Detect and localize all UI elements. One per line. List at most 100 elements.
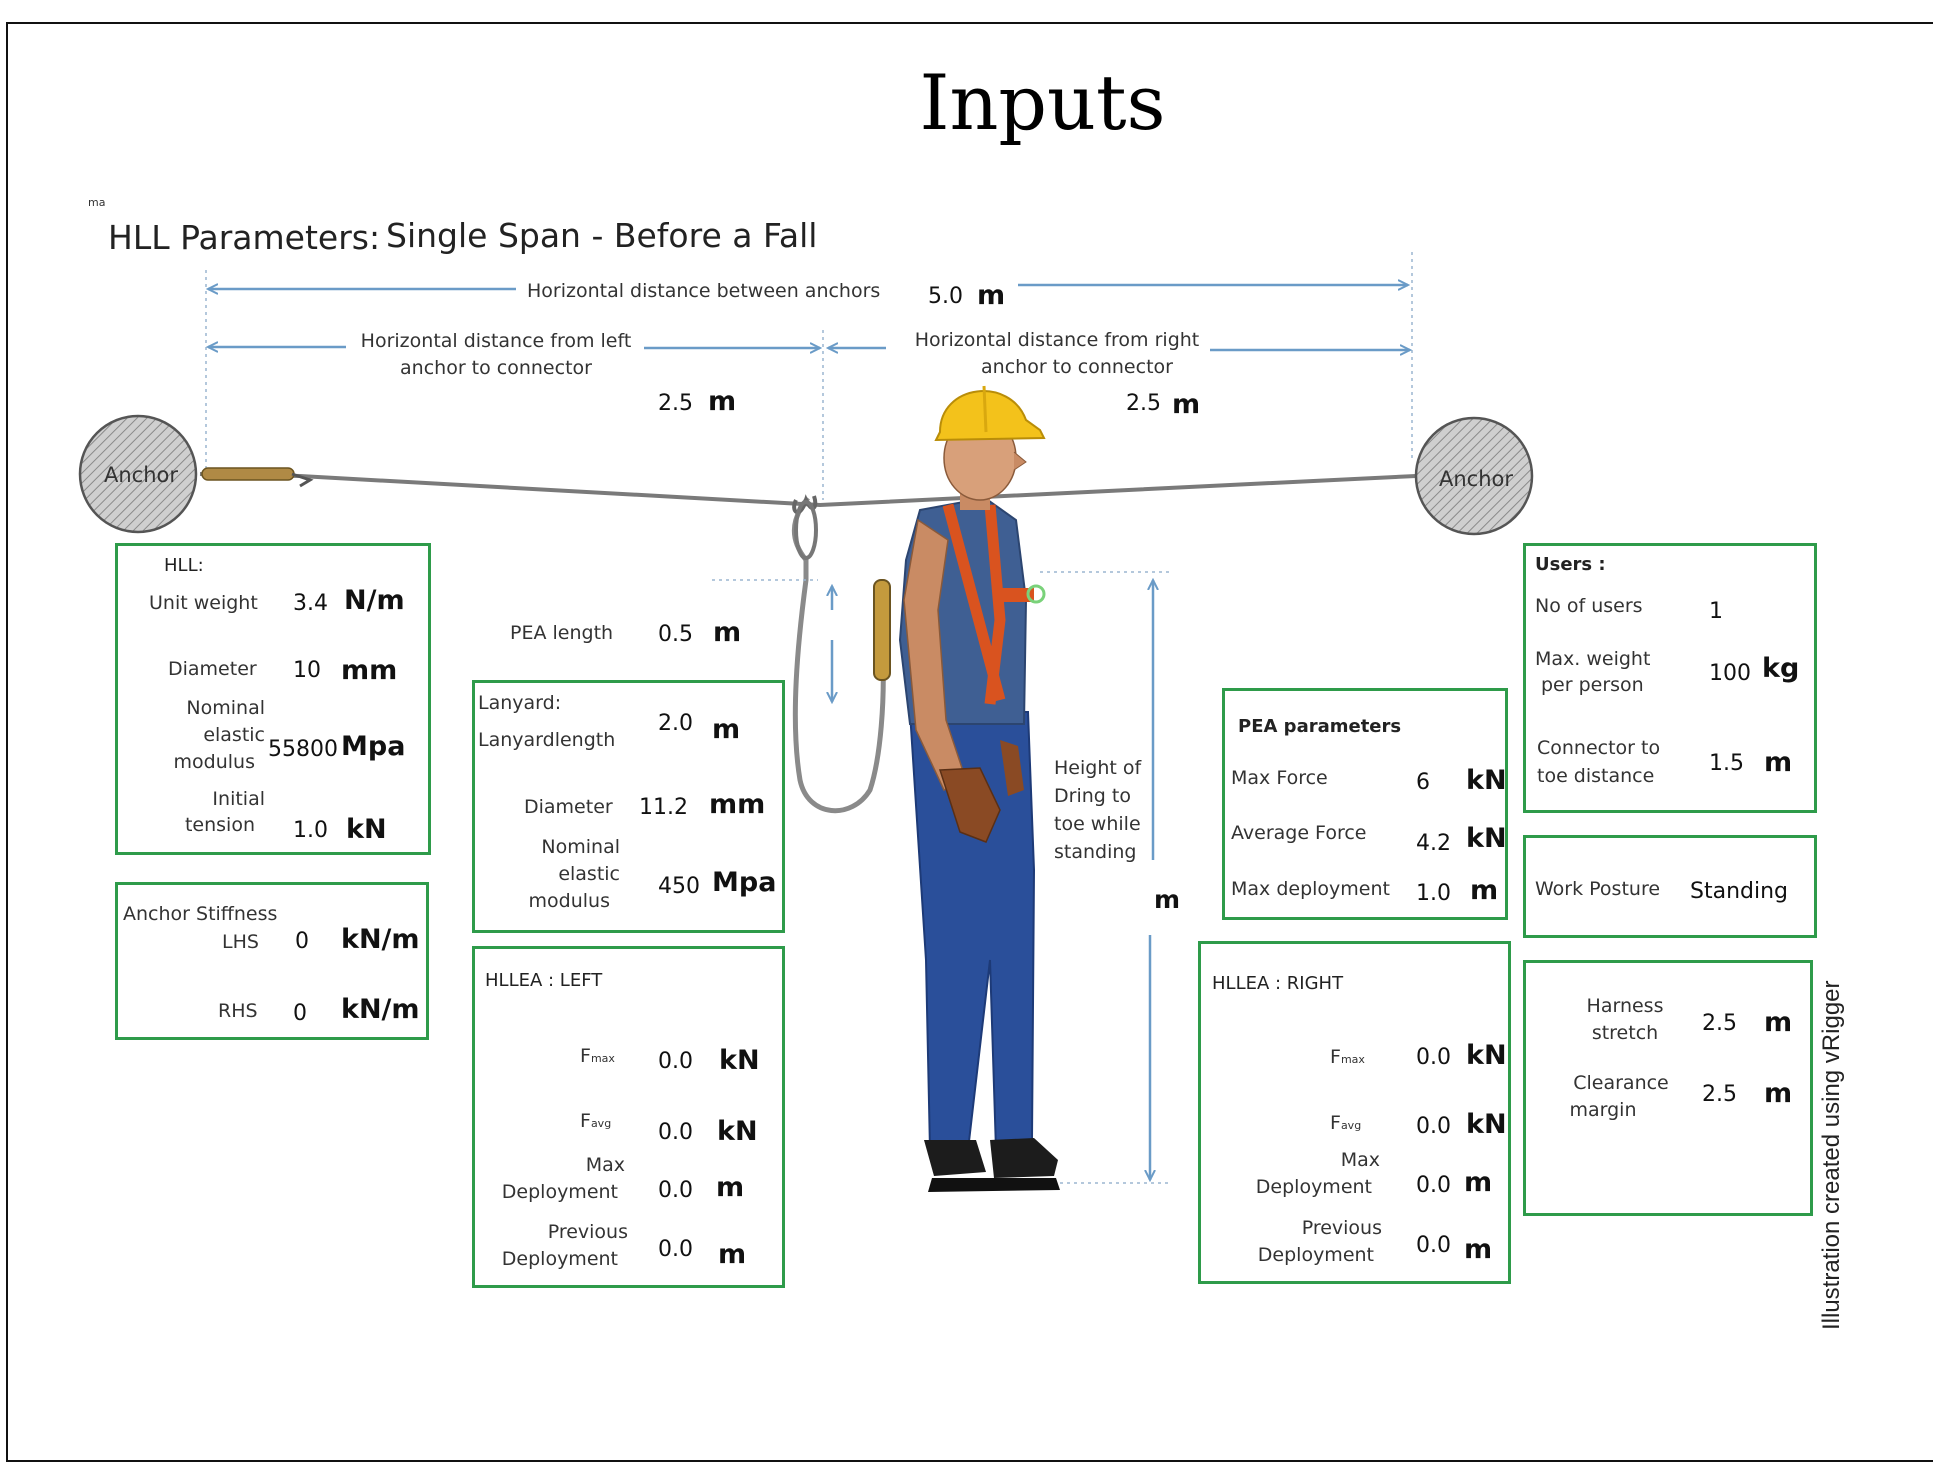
right-connector-label-2: anchor to connector [981,356,1173,378]
dring-label-2: Dring to [1054,785,1131,807]
users-weight-value: 100 [1709,661,1751,686]
hll-diameter-label: Diameter [168,658,257,680]
lanyard-diameter-unit: mm [709,789,766,820]
hllea-right-maxdep-value: 0.0 [1416,1173,1451,1198]
anchor-stiffness-panel [115,882,429,1040]
left-anchor-icon [78,414,198,534]
tension-value: 1.0 [293,818,328,843]
pea-maxdep-value: 1.0 [1416,881,1451,906]
right-connector-unit: m [1172,389,1201,420]
hllea-right-favg-unit: kN [1466,1109,1507,1140]
hllea-left-prevdep-unit: m [718,1239,747,1270]
hllea-right-prevdep-unit: m [1464,1234,1493,1265]
hllea-left-fmax-value: 0.0 [658,1049,693,1074]
harness-stretch-line1: Harness [1586,995,1664,1017]
hllea-right-maxdep-unit: m [1464,1167,1493,1198]
hll-heading: HLL: [164,555,204,576]
max-force-value: 6 [1416,770,1430,795]
right-anchor-icon [1414,416,1534,536]
max-force-unit: kN [1466,765,1507,796]
left-connector-value: 2.5 [658,391,693,416]
hll-diameter-unit: mm [341,655,398,686]
right-connector-label-1: Horizontal distance from right [914,329,1200,351]
hllea-left-favg-label: Favg [580,1110,612,1132]
illustration-credit: Illustration created using vRigger [1818,980,1845,1330]
anchor-stiffness-heading: Anchor Stiffness [123,903,278,925]
left-connector-label-2: anchor to connector [400,357,592,379]
hllea-right-heading: HLLEA : RIGHT [1212,973,1344,994]
between-anchors-label: Horizontal distance between anchors [527,280,881,302]
clearance-line1: Clearance [1573,1072,1669,1094]
hllea-right-fmax-value: 0.0 [1416,1045,1451,1070]
connector-toe-unit: m [1764,747,1793,778]
lanyard-modulus-line1: Nominal [541,836,620,858]
lanyard-modulus-value: 450 [658,874,700,899]
between-anchors-arrow [208,285,1408,289]
connector-toe-line2: toe distance [1537,765,1655,787]
lanyard-modulus-unit: Mpa [712,867,777,898]
lanyard-diameter-value: 11.2 [639,795,688,820]
left-connector-label-1: Horizontal distance from left [360,330,632,352]
hllea-left-panel [472,946,785,1288]
lanyard-modulus-line3: modulus [528,890,610,912]
harness-stretch-unit: m [1764,1007,1793,1038]
between-anchors-unit: m [977,280,1006,311]
pea-params-heading: PEA parameters [1238,716,1402,737]
hllea-right-maxdep-line2: Deployment [1255,1176,1372,1198]
lhs-unit: kN/m [341,924,420,955]
hllea-right-prevdep-value: 0.0 [1416,1233,1451,1258]
scenario-title: Single Span - Before a Fall [386,216,818,255]
dring-label-4: standing [1054,841,1137,863]
harness-stretch-line2: stretch [1591,1022,1659,1044]
rhs-value: 0 [293,1001,307,1026]
hllea-right-prevdep-line2: Deployment [1257,1244,1374,1266]
unit-weight-label: Unit weight [149,592,258,614]
dring-unit: m [1154,885,1181,914]
harness-panel [1523,960,1813,1216]
unit-weight-value: 3.4 [293,591,328,616]
harness-stretch-value: 2.5 [1702,1011,1737,1036]
clearance-line2: margin [1569,1099,1637,1121]
tension-unit: kN [346,814,387,845]
clearance-unit: m [1764,1078,1793,1109]
lanyard-length-unit: m [712,714,741,745]
pea-length-unit: m [713,617,742,648]
lhs-value: 0 [295,929,309,954]
lanyard-diameter-label: Diameter [524,796,613,818]
users-heading: Users : [1535,554,1606,575]
avg-force-value: 4.2 [1416,831,1451,856]
lanyard-icon [791,494,891,814]
dring-height-arrow [1150,580,1153,1180]
left-connector-arrow [208,347,820,348]
dring-label-1: Height of [1054,757,1142,779]
left-anchor-label: Anchor [104,463,179,487]
lanyard-heading: Lanyard: [478,692,562,714]
lhs-label: LHS [222,931,259,953]
hll-modulus-unit: Mpa [341,731,406,762]
users-count-value: 1 [1709,599,1723,624]
posture-label: Work Posture [1535,878,1661,900]
unit-weight-unit: N/m [344,585,405,616]
hllea-left-prevdep-value: 0.0 [658,1237,693,1262]
hllea-left-prevdep-line1: Previous [547,1221,628,1243]
hll-diameter-value: 10 [293,658,321,683]
tension-line2: tension [184,814,255,836]
corner-mark: ma [88,196,106,209]
posture-panel [1523,835,1817,938]
hllea-left-favg-value: 0.0 [658,1120,693,1145]
left-connector-unit: m [708,386,737,417]
users-weight-unit: kg [1762,653,1800,684]
worker-figure [898,385,1060,1192]
users-weight-line1: Max. weight [1535,648,1651,670]
clearance-value: 2.5 [1702,1082,1737,1107]
hllea-right-favg-value: 0.0 [1416,1114,1451,1139]
lanyard-modulus-line2: elastic [558,863,620,885]
hll-modulus-line2: elastic [203,724,265,746]
tension-line1: Initial [212,788,265,810]
hllea-left-maxdep-line2: Deployment [501,1181,618,1203]
hllea-left-favg-unit: kN [717,1116,758,1147]
pea-length-label: PEA length [510,622,614,644]
hll-modulus-value: 55800 [268,737,338,762]
